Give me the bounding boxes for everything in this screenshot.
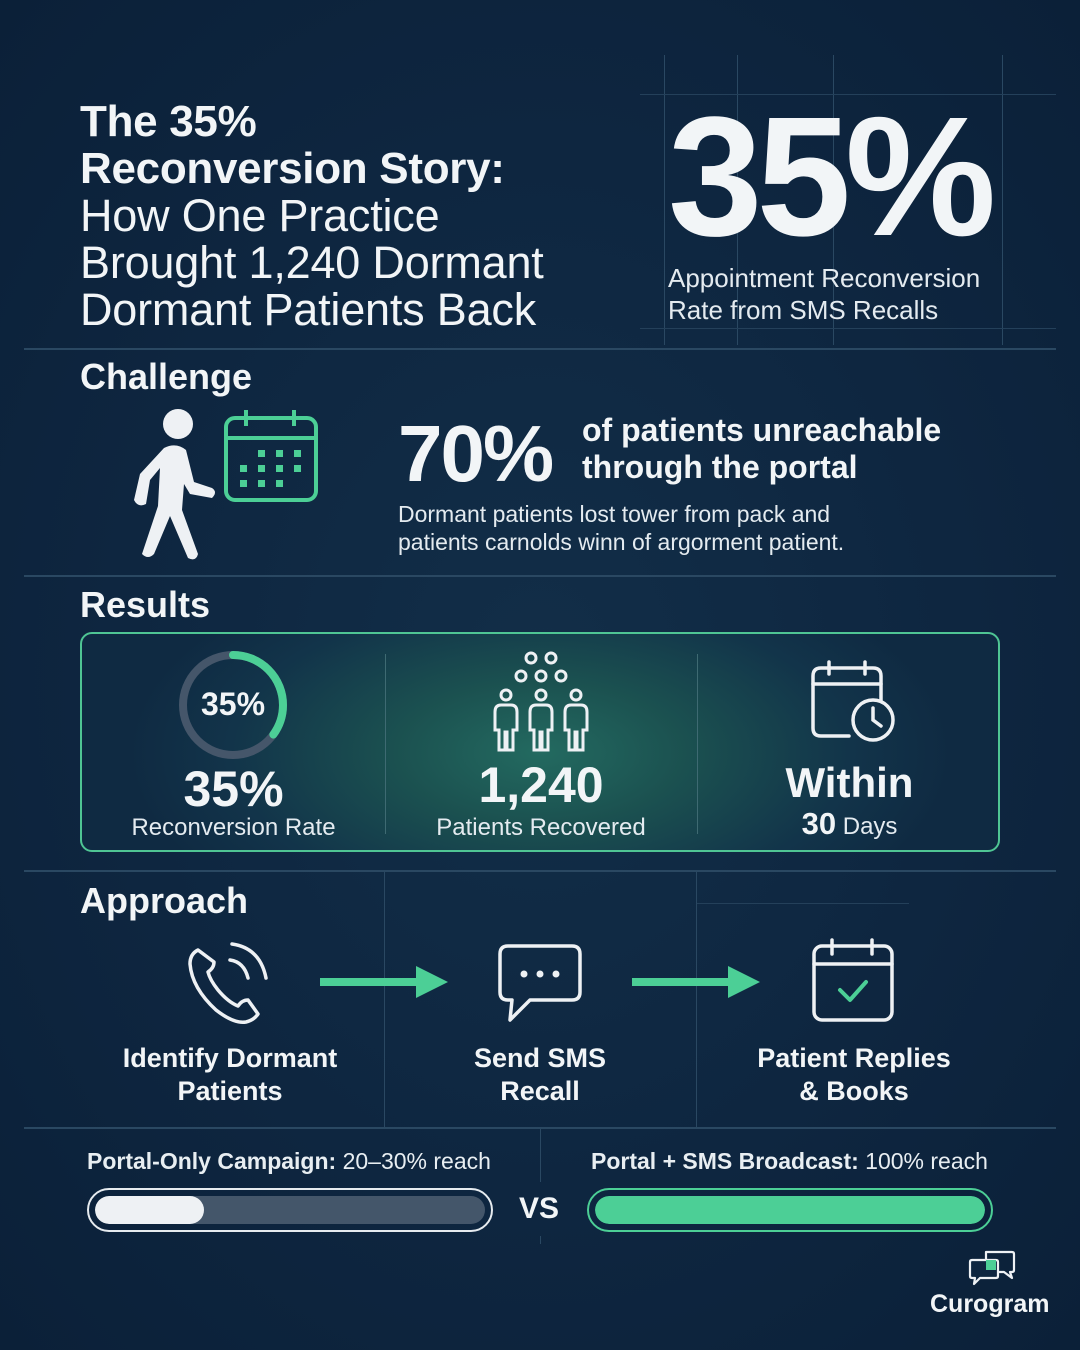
arrow-right-icon bbox=[320, 966, 448, 998]
result-value: Within bbox=[785, 759, 914, 806]
page-title: The 35% Reconversion Story: How One Prac… bbox=[80, 98, 620, 333]
bar-track bbox=[595, 1196, 985, 1224]
hero-caption: Appointment Reconversion Rate from SMS R… bbox=[668, 262, 1028, 326]
calendar-check-icon bbox=[812, 938, 894, 1022]
grid-line bbox=[640, 94, 1056, 95]
arrow-right-icon bbox=[632, 966, 760, 998]
portal-sms-label: Portal + SMS Broadcast: 100% reach bbox=[591, 1148, 988, 1175]
phone-ringing-icon bbox=[188, 942, 268, 1024]
card-divider bbox=[697, 654, 698, 834]
portal-only-label: Portal-Only Campaign: 20–30% reach bbox=[87, 1148, 491, 1175]
step-label-line: & Books bbox=[799, 1076, 909, 1106]
portal-only-bar bbox=[87, 1188, 493, 1232]
results-heading: Results bbox=[80, 584, 211, 625]
bar-fill bbox=[95, 1196, 205, 1224]
step-label-line: Patient Replies bbox=[757, 1043, 951, 1073]
result-timeframe: Within 30 Days bbox=[697, 634, 998, 850]
result-reconversion: 35% 35% Reconversion Rate bbox=[82, 634, 385, 850]
challenge-description: Dormant patients lost tower from pack an… bbox=[398, 500, 958, 556]
section-divider bbox=[24, 575, 1056, 577]
bar-fill bbox=[595, 1196, 985, 1224]
calendar-clock-icon bbox=[811, 660, 895, 742]
unreachable-stat-text: of patients unreachable through the port… bbox=[582, 412, 1002, 486]
grid-line bbox=[540, 1236, 541, 1244]
unreachable-stat: 70% bbox=[398, 409, 554, 498]
subtitle-line: Brought 1,240 Dormant bbox=[80, 237, 544, 288]
step-send-sms: Send SMS Recall bbox=[400, 1042, 680, 1108]
grid-line bbox=[737, 55, 738, 345]
grid-line bbox=[664, 55, 665, 345]
section-divider bbox=[24, 348, 1056, 350]
section-divider bbox=[24, 870, 1056, 872]
label-bold: Portal + SMS Broadcast: bbox=[591, 1148, 859, 1174]
approach-heading: Approach bbox=[80, 880, 249, 921]
title-line: The 35% bbox=[80, 97, 257, 146]
bar-track bbox=[95, 1196, 485, 1224]
chat-bubble-icon bbox=[498, 944, 582, 1022]
vs-label: VS bbox=[519, 1192, 560, 1225]
subtitle-line: Dormant Patients Back bbox=[80, 284, 536, 335]
grid-line bbox=[540, 1128, 541, 1182]
grid-line bbox=[696, 871, 697, 1127]
result-label: 30 Days bbox=[697, 806, 998, 842]
stat-text-line: through the portal bbox=[582, 449, 858, 485]
stat-text-line: of patients unreachable bbox=[582, 412, 942, 448]
step-label-line: Patients bbox=[177, 1076, 283, 1106]
days-unit: Days bbox=[842, 813, 898, 840]
brand-name: Curogram bbox=[930, 1290, 1050, 1318]
step-label-line: Identify Dormant bbox=[122, 1043, 338, 1073]
step-label-line: Recall bbox=[500, 1076, 580, 1106]
calendar-icon bbox=[224, 410, 318, 502]
results-card: 35% 35% Reconversion Rate 1,240 Patients… bbox=[80, 632, 1000, 852]
result-value: 1,240 bbox=[478, 757, 604, 813]
label-bold: Portal-Only Campaign: bbox=[87, 1148, 337, 1174]
result-label: Reconversion Rate bbox=[131, 814, 336, 841]
chat-bubbles-logo-icon bbox=[968, 1250, 1016, 1286]
days-number: 30 bbox=[801, 806, 837, 841]
title-line: Reconversion Story: bbox=[80, 144, 505, 193]
walking-person-icon bbox=[134, 409, 215, 560]
grid-line bbox=[833, 55, 834, 345]
grid-line bbox=[697, 903, 909, 904]
description-line: Dormant patients lost tower from pack an… bbox=[398, 501, 831, 527]
description-line: patients carnolds winn of argorment pati… bbox=[398, 529, 845, 555]
result-label: Patients Recovered bbox=[436, 814, 646, 841]
grid-line bbox=[640, 328, 1056, 329]
portal-sms-bar bbox=[587, 1188, 993, 1232]
progress-ring-icon bbox=[179, 651, 287, 759]
step-label-line: Send SMS bbox=[473, 1043, 607, 1073]
result-value: 35% bbox=[183, 761, 284, 817]
result-patients: 1,240 Patients Recovered bbox=[385, 634, 697, 850]
challenge-heading: Challenge bbox=[80, 356, 253, 397]
hero-caption-line: Rate from SMS Recalls bbox=[668, 295, 939, 325]
grid-line bbox=[1002, 55, 1003, 345]
hero-caption-line: Appointment Reconversion bbox=[668, 263, 981, 293]
grid-line bbox=[384, 871, 385, 1127]
subtitle-line: How One Practice bbox=[80, 190, 440, 241]
ring-label: 35% bbox=[200, 686, 266, 722]
card-divider bbox=[385, 654, 386, 834]
label-rest: 100% reach bbox=[865, 1148, 988, 1174]
step-identify: Identify Dormant Patients bbox=[90, 1042, 370, 1108]
step-patient-books: Patient Replies & Books bbox=[714, 1042, 994, 1108]
hero-stat: 35% bbox=[668, 82, 996, 272]
label-rest: 20–30% reach bbox=[342, 1148, 491, 1174]
patients-group-icon bbox=[493, 651, 589, 752]
